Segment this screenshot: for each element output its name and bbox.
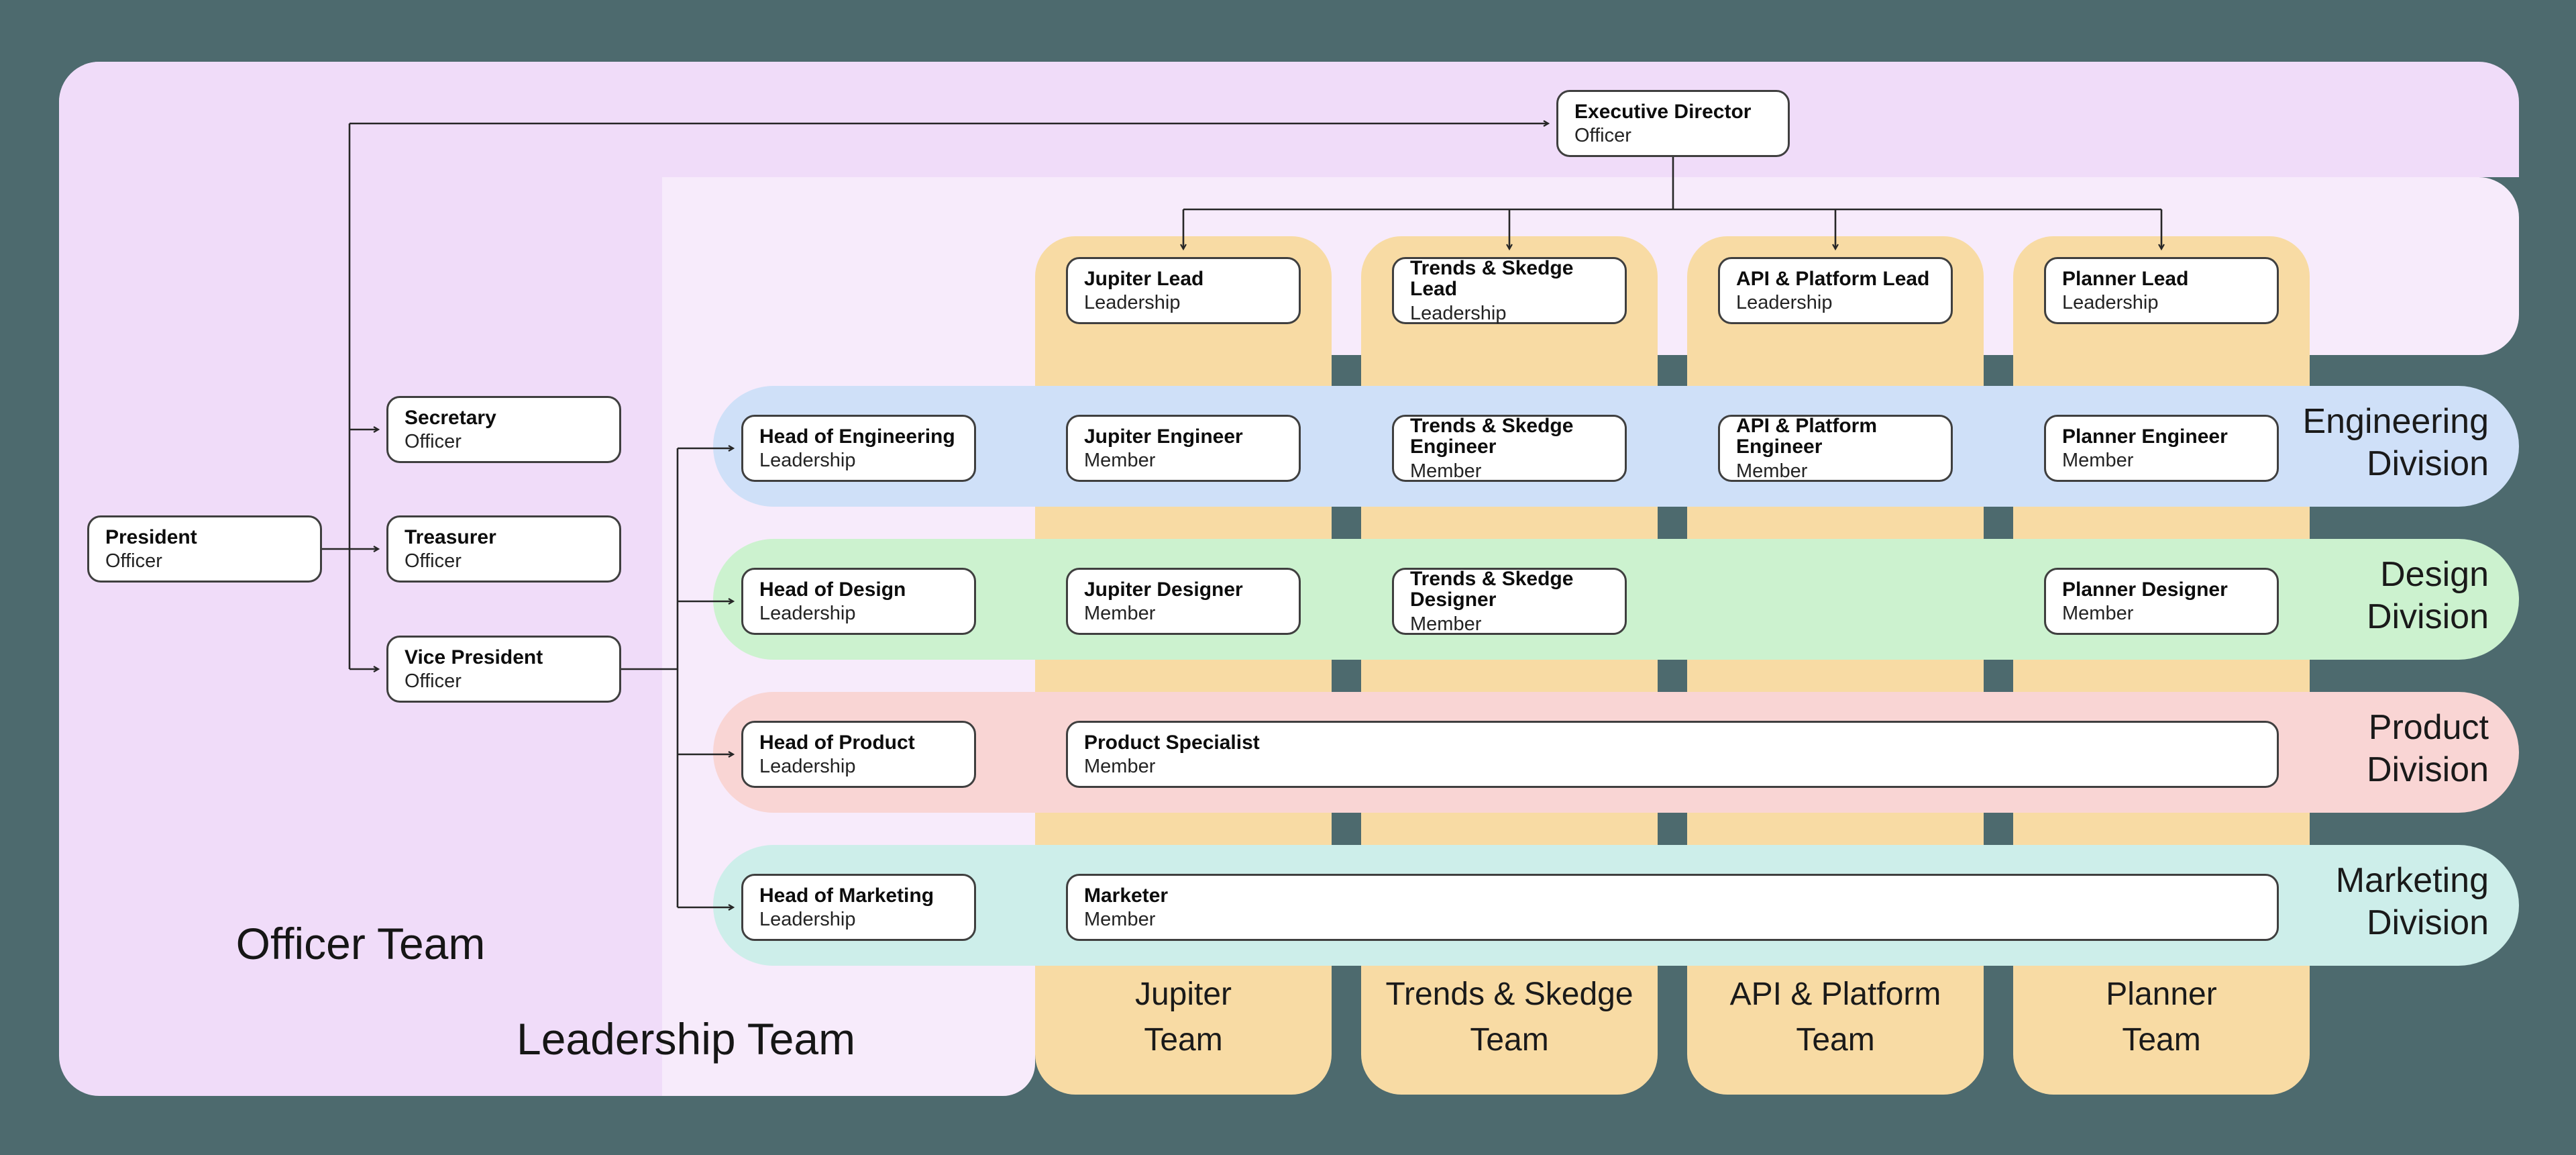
node-secretary[interactable]: Secretary Officer bbox=[386, 396, 621, 463]
node-head-of-design[interactable]: Head of Design Leadership bbox=[741, 568, 976, 635]
node-subtitle: Member bbox=[1084, 603, 1156, 625]
node-title: Head of Product bbox=[759, 731, 915, 754]
node-subtitle: Member bbox=[1084, 450, 1156, 472]
node-subtitle: Leadership bbox=[1084, 292, 1181, 314]
node-title: Jupiter Designer bbox=[1084, 578, 1243, 601]
node-head-of-product[interactable]: Head of Product Leadership bbox=[741, 721, 976, 788]
node-jupiter-lead[interactable]: Jupiter Lead Leadership bbox=[1066, 257, 1301, 324]
node-subtitle: Leadership bbox=[759, 450, 856, 472]
node-planner-lead[interactable]: Planner Lead Leadership bbox=[2044, 257, 2279, 324]
node-executive-director[interactable]: Executive Director Officer bbox=[1556, 90, 1790, 157]
node-head-of-engineering[interactable]: Head of Engineering Leadership bbox=[741, 415, 976, 482]
node-president[interactable]: President Officer bbox=[87, 515, 322, 583]
node-vice-president[interactable]: Vice President Officer bbox=[386, 636, 621, 703]
node-title: Head of Engineering bbox=[759, 425, 955, 448]
node-subtitle: Leadership bbox=[759, 603, 856, 625]
node-subtitle: Officer bbox=[405, 550, 462, 572]
node-subtitle: Leadership bbox=[759, 909, 856, 931]
node-subtitle: Member bbox=[1736, 460, 1808, 482]
node-trends-skedge-designer[interactable]: Trends & Skedge Designer Member bbox=[1392, 568, 1627, 635]
leadership-team-label: Leadership Team bbox=[517, 1014, 856, 1064]
node-title: Planner Engineer bbox=[2062, 425, 2228, 448]
node-title: Trends & Skedge Lead bbox=[1410, 256, 1574, 301]
node-title: Jupiter Engineer bbox=[1084, 425, 1243, 448]
node-product-specialist[interactable]: Product Specialist Member bbox=[1066, 721, 2279, 788]
node-title: Head of Design bbox=[759, 578, 906, 601]
node-title: Vice President bbox=[405, 646, 543, 668]
node-planner-designer[interactable]: Planner Designer Member bbox=[2044, 568, 2279, 635]
node-title: Executive Director bbox=[1574, 100, 1752, 123]
node-subtitle: Leadership bbox=[759, 756, 856, 778]
node-title: Product Specialist bbox=[1084, 731, 1260, 754]
node-subtitle: Member bbox=[2062, 450, 2134, 472]
node-title: Trends & Skedge Designer bbox=[1410, 567, 1574, 611]
node-jupiter-engineer[interactable]: Jupiter Engineer Member bbox=[1066, 415, 1301, 482]
node-subtitle: Officer bbox=[1574, 125, 1631, 147]
node-title: Planner Lead bbox=[2062, 267, 2189, 290]
node-planner-engineer[interactable]: Planner Engineer Member bbox=[2044, 415, 2279, 482]
node-subtitle: Member bbox=[1084, 756, 1156, 778]
node-subtitle: Member bbox=[1084, 909, 1156, 931]
node-jupiter-designer[interactable]: Jupiter Designer Member bbox=[1066, 568, 1301, 635]
node-api-platform-lead[interactable]: API & Platform Lead Leadership bbox=[1718, 257, 1953, 324]
node-subtitle: Member bbox=[2062, 603, 2134, 625]
node-trends-skedge-engineer[interactable]: Trends & Skedge Engineer Member bbox=[1392, 415, 1627, 482]
node-subtitle: Officer bbox=[105, 550, 162, 572]
node-api-platform-engineer[interactable]: API & Platform Engineer Member bbox=[1718, 415, 1953, 482]
node-subtitle: Officer bbox=[405, 431, 462, 453]
node-title: Secretary bbox=[405, 406, 496, 429]
node-title: Marketer bbox=[1084, 884, 1169, 907]
node-subtitle: Member bbox=[1410, 460, 1482, 482]
node-title: Jupiter Lead bbox=[1084, 267, 1204, 290]
node-title: API & Platform Engineer bbox=[1736, 414, 1878, 458]
node-subtitle: Member bbox=[1410, 613, 1482, 635]
node-title: Head of Marketing bbox=[759, 884, 934, 907]
node-title: Trends & Skedge Engineer bbox=[1410, 414, 1574, 458]
node-trends-skedge-lead[interactable]: Trends & Skedge Lead Leadership bbox=[1392, 257, 1627, 324]
node-subtitle: Officer bbox=[405, 670, 462, 693]
node-subtitle: Leadership bbox=[2062, 292, 2159, 314]
node-title: President bbox=[105, 525, 197, 548]
node-subtitle: Leadership bbox=[1736, 292, 1833, 314]
node-head-of-marketing[interactable]: Head of Marketing Leadership bbox=[741, 874, 976, 941]
node-title: Treasurer bbox=[405, 525, 496, 548]
node-treasurer[interactable]: Treasurer Officer bbox=[386, 515, 621, 583]
node-subtitle: Leadership bbox=[1410, 302, 1507, 324]
node-title: Planner Designer bbox=[2062, 578, 2228, 601]
node-marketer[interactable]: Marketer Member bbox=[1066, 874, 2279, 941]
officer-team-label: Officer Team bbox=[235, 919, 486, 968]
node-title: API & Platform Lead bbox=[1736, 267, 1930, 290]
